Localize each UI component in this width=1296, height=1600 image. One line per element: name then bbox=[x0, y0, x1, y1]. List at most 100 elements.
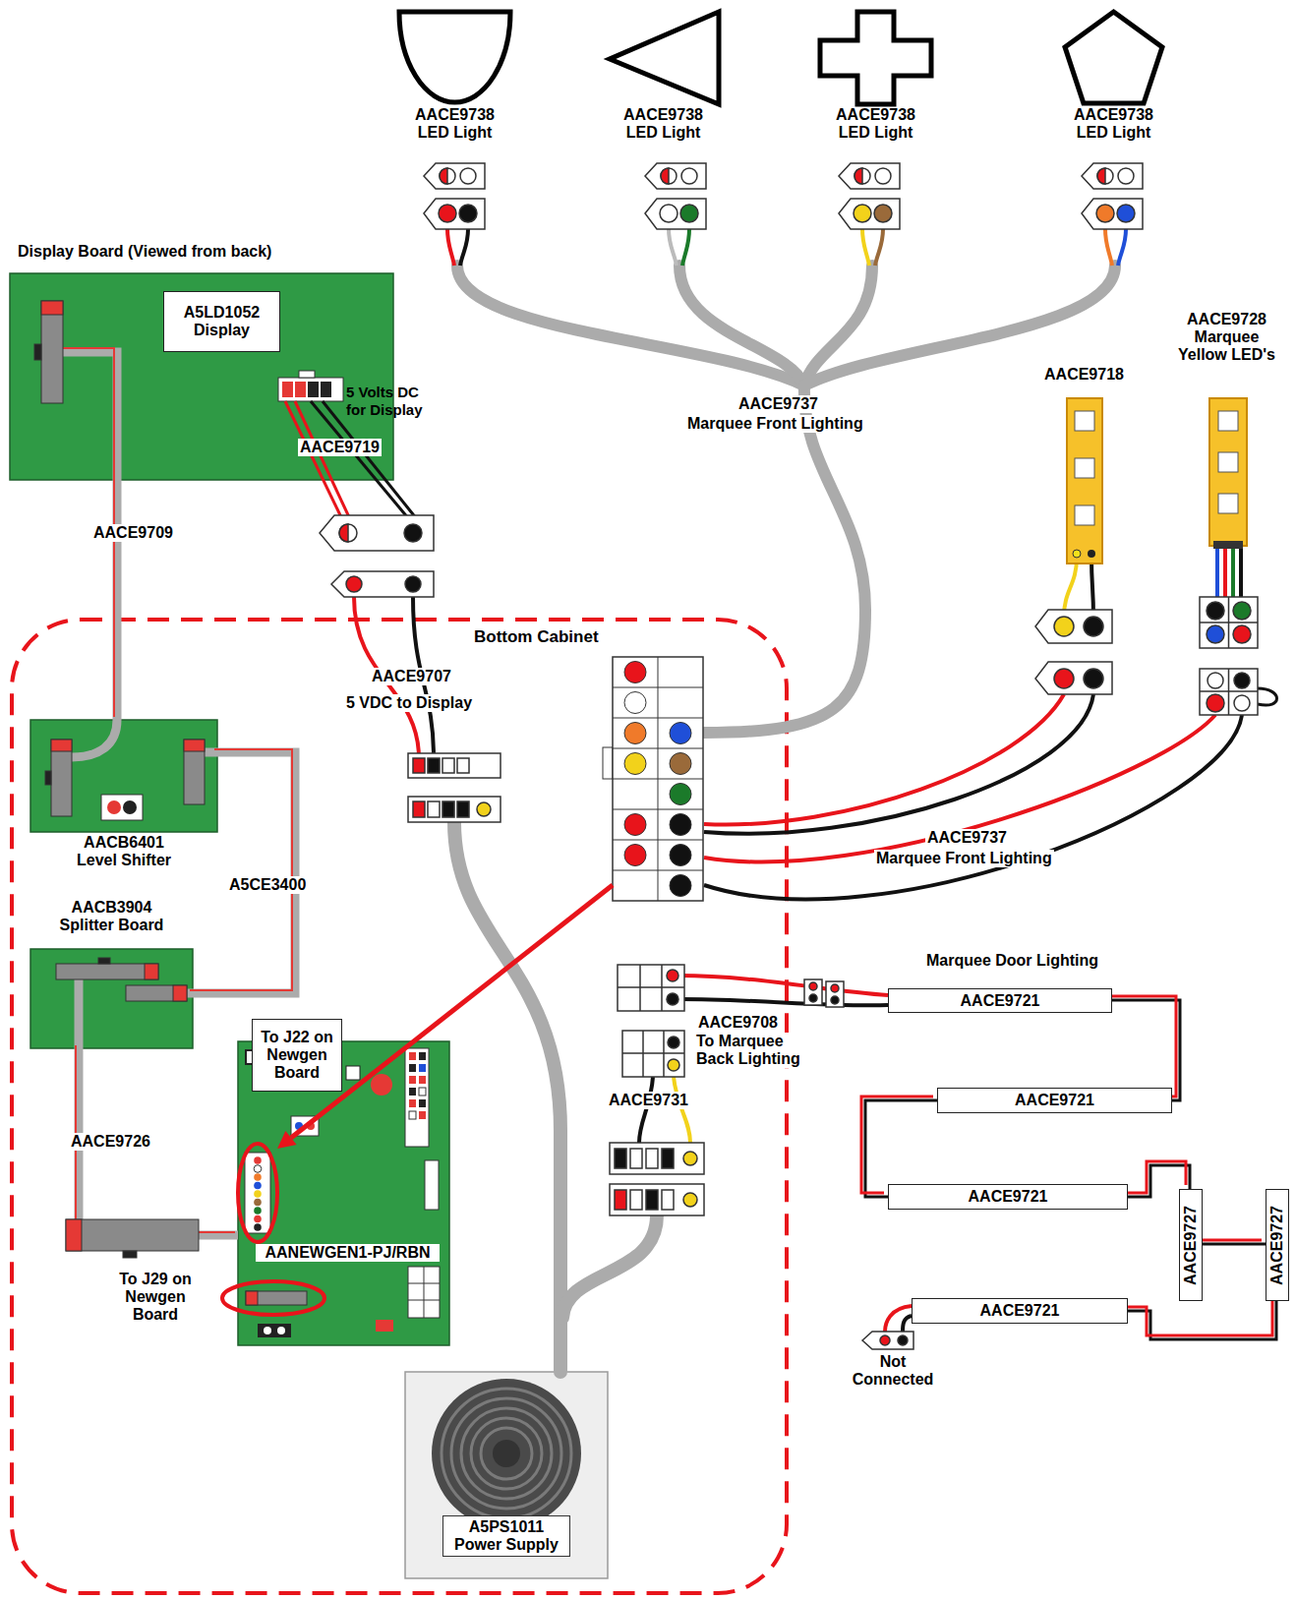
led-wire bbox=[285, 401, 343, 520]
ribbon-connector bbox=[144, 963, 159, 980]
wire-label: AACE9719 bbox=[297, 438, 382, 457]
wire-connector bbox=[1035, 661, 1113, 695]
light-wire bbox=[861, 1096, 938, 1197]
circuit-board bbox=[9, 273, 450, 1346]
harness-connector bbox=[624, 844, 647, 867]
splitter-board: AACB3904Splitter Board bbox=[30, 898, 193, 1049]
wire-connector bbox=[875, 168, 891, 184]
board-component bbox=[418, 1111, 426, 1120]
wire-label: AACE9737 bbox=[736, 395, 821, 413]
wire-harness bbox=[454, 822, 561, 1372]
wire-harness bbox=[562, 1215, 657, 1318]
wire-connector bbox=[838, 163, 900, 189]
text-group: AACE9718 bbox=[1032, 365, 1136, 384]
wire-path bbox=[1127, 1300, 1277, 1340]
board-component bbox=[244, 1152, 271, 1234]
wire-path bbox=[1202, 1242, 1266, 1246]
part-label: AACB3904 bbox=[30, 898, 193, 917]
part-label: A5LD1052 bbox=[183, 303, 260, 322]
wire-connector bbox=[645, 198, 707, 230]
wire-connector bbox=[1054, 668, 1074, 689]
harness-connector bbox=[624, 814, 647, 836]
wire-connector bbox=[319, 163, 1258, 1350]
wire-connector bbox=[423, 163, 485, 189]
wire-label: AACE9707 bbox=[369, 667, 454, 686]
wire-connector bbox=[683, 1151, 698, 1166]
wire-connector bbox=[346, 576, 362, 592]
wire-connector bbox=[630, 1148, 643, 1169]
harness-connector bbox=[624, 753, 647, 775]
led-wire bbox=[668, 229, 677, 266]
ribbon-connector bbox=[34, 300, 307, 1305]
power-supply bbox=[405, 1371, 608, 1579]
wire-path bbox=[1123, 1161, 1186, 1193]
wire-connector bbox=[1035, 609, 1113, 644]
wire-connector bbox=[1199, 596, 1258, 648]
wire-connector bbox=[854, 168, 871, 184]
wire-connector bbox=[1081, 198, 1143, 230]
wire-connector bbox=[646, 1148, 658, 1169]
led-wire bbox=[704, 694, 1094, 834]
led-strip-body bbox=[1218, 452, 1238, 472]
wire-connector bbox=[622, 1030, 685, 1077]
wire-connector bbox=[809, 994, 818, 1002]
board-component bbox=[375, 1319, 394, 1332]
part-label: AACE9721 bbox=[1014, 1091, 1095, 1110]
led-strip: AACE9718 bbox=[1032, 365, 1136, 568]
power-supply bbox=[431, 1378, 582, 1529]
wire-harness bbox=[704, 385, 866, 733]
wire-path bbox=[861, 1096, 934, 1193]
wire-connector bbox=[666, 969, 679, 982]
led-strip-body bbox=[1066, 398, 1103, 564]
board-component bbox=[253, 1223, 262, 1232]
wire-label: Not Connected bbox=[845, 1353, 941, 1389]
text-group: AACB6401Level Shifter bbox=[30, 833, 218, 870]
power-supply bbox=[405, 1371, 608, 1579]
wire-connector bbox=[614, 1148, 627, 1169]
circuit-board bbox=[30, 948, 193, 1049]
harness-connector bbox=[612, 656, 704, 901]
cable-label: AACE9709 bbox=[91, 524, 176, 542]
part-label: AACE9738 bbox=[1052, 106, 1176, 124]
wire-connector bbox=[1081, 163, 1143, 189]
led-wire bbox=[1118, 229, 1126, 266]
text-group: Display Board (Viewed from back) bbox=[17, 242, 272, 261]
board-component bbox=[418, 1075, 426, 1084]
lamp-outline bbox=[820, 11, 932, 105]
callout-box: To J22 on Newgen Board bbox=[251, 1018, 343, 1092]
harness-connector bbox=[602, 656, 704, 901]
wire-connector bbox=[319, 515, 434, 551]
ribbon-plug bbox=[65, 1219, 199, 1258]
text-group: AACE9727 bbox=[1181, 1205, 1200, 1286]
board-heading: Display Board (Viewed from back) bbox=[17, 242, 272, 261]
ribbon-connector bbox=[98, 957, 111, 964]
ribbon-cable bbox=[62, 352, 118, 480]
board-component bbox=[409, 1087, 416, 1096]
text-group: AACE9728Marquee Yellow LED's bbox=[1172, 310, 1283, 364]
led-wire bbox=[639, 1076, 653, 1143]
board-component bbox=[409, 1111, 416, 1120]
ribbon-plug bbox=[65, 1219, 199, 1251]
board-component bbox=[405, 1048, 429, 1147]
part-label: LED Light bbox=[601, 123, 725, 142]
wire-connector bbox=[880, 1335, 890, 1346]
wire-label: 5 Volts DC for Display bbox=[346, 383, 439, 419]
cable-label: A5CE3400 bbox=[227, 876, 308, 894]
led-light: AACE9738LED Light bbox=[393, 7, 517, 156]
board-component bbox=[408, 1266, 440, 1318]
wire-connector bbox=[609, 1142, 705, 1175]
wire-connector bbox=[459, 204, 477, 223]
led-wire bbox=[1238, 548, 1243, 597]
light-bar: AACE9721 bbox=[937, 1087, 1173, 1114]
led-strip-body bbox=[1213, 540, 1243, 549]
controller-board: AANEWGEN1-PJ/RBNTo J22 on Newgen Board bbox=[237, 1041, 450, 1346]
led-wire bbox=[285, 229, 1278, 1332]
part-label: LED Light bbox=[393, 123, 517, 142]
wire-connector bbox=[681, 168, 698, 184]
ribbon-connector bbox=[41, 300, 63, 315]
text-group: AACE9738LED Light bbox=[601, 106, 725, 142]
harness-connector bbox=[669, 844, 692, 867]
wire-path bbox=[1198, 1238, 1262, 1242]
